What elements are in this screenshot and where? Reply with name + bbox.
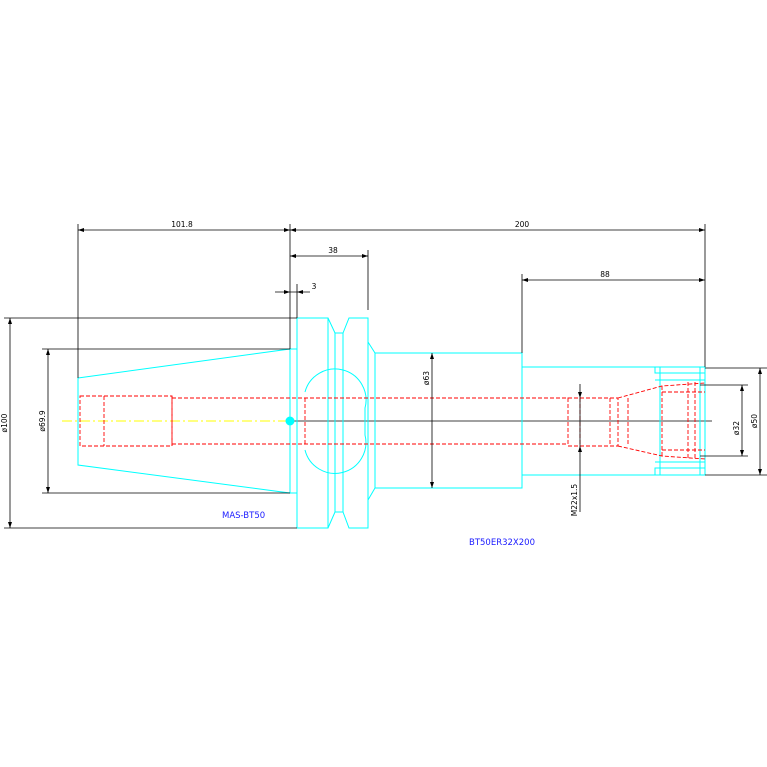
dim-overall-length: 200 [515, 220, 530, 229]
dim-dia-32: ø32 [732, 421, 741, 435]
dim-dia-69-9: ø69.9 [38, 410, 47, 432]
dimension-arrows [8, 228, 762, 528]
collet-nut-outline [655, 366, 706, 476]
dim-thread: M22x1.5 [570, 484, 579, 517]
dim-dia-100: ø100 [0, 413, 9, 432]
label-shank-standard: MAS-BT50 [222, 511, 265, 521]
thread-bore [567, 397, 619, 447]
dim-flange-length: 38 [328, 246, 338, 255]
dim-dia-63: ø63 [422, 371, 431, 385]
v-groove-outline [327, 317, 369, 529]
tool-holder-outline [77, 317, 706, 529]
dim-dia-50: ø50 [750, 414, 759, 428]
dimension-lines [4, 224, 767, 529]
dim-taper-length: 101.8 [171, 220, 193, 229]
label-part-number: BT50ER32X200 [469, 538, 535, 548]
flange-outline [290, 317, 329, 529]
dim-nose-length: 88 [600, 270, 610, 279]
dim-flange-offset: 3 [312, 282, 317, 291]
